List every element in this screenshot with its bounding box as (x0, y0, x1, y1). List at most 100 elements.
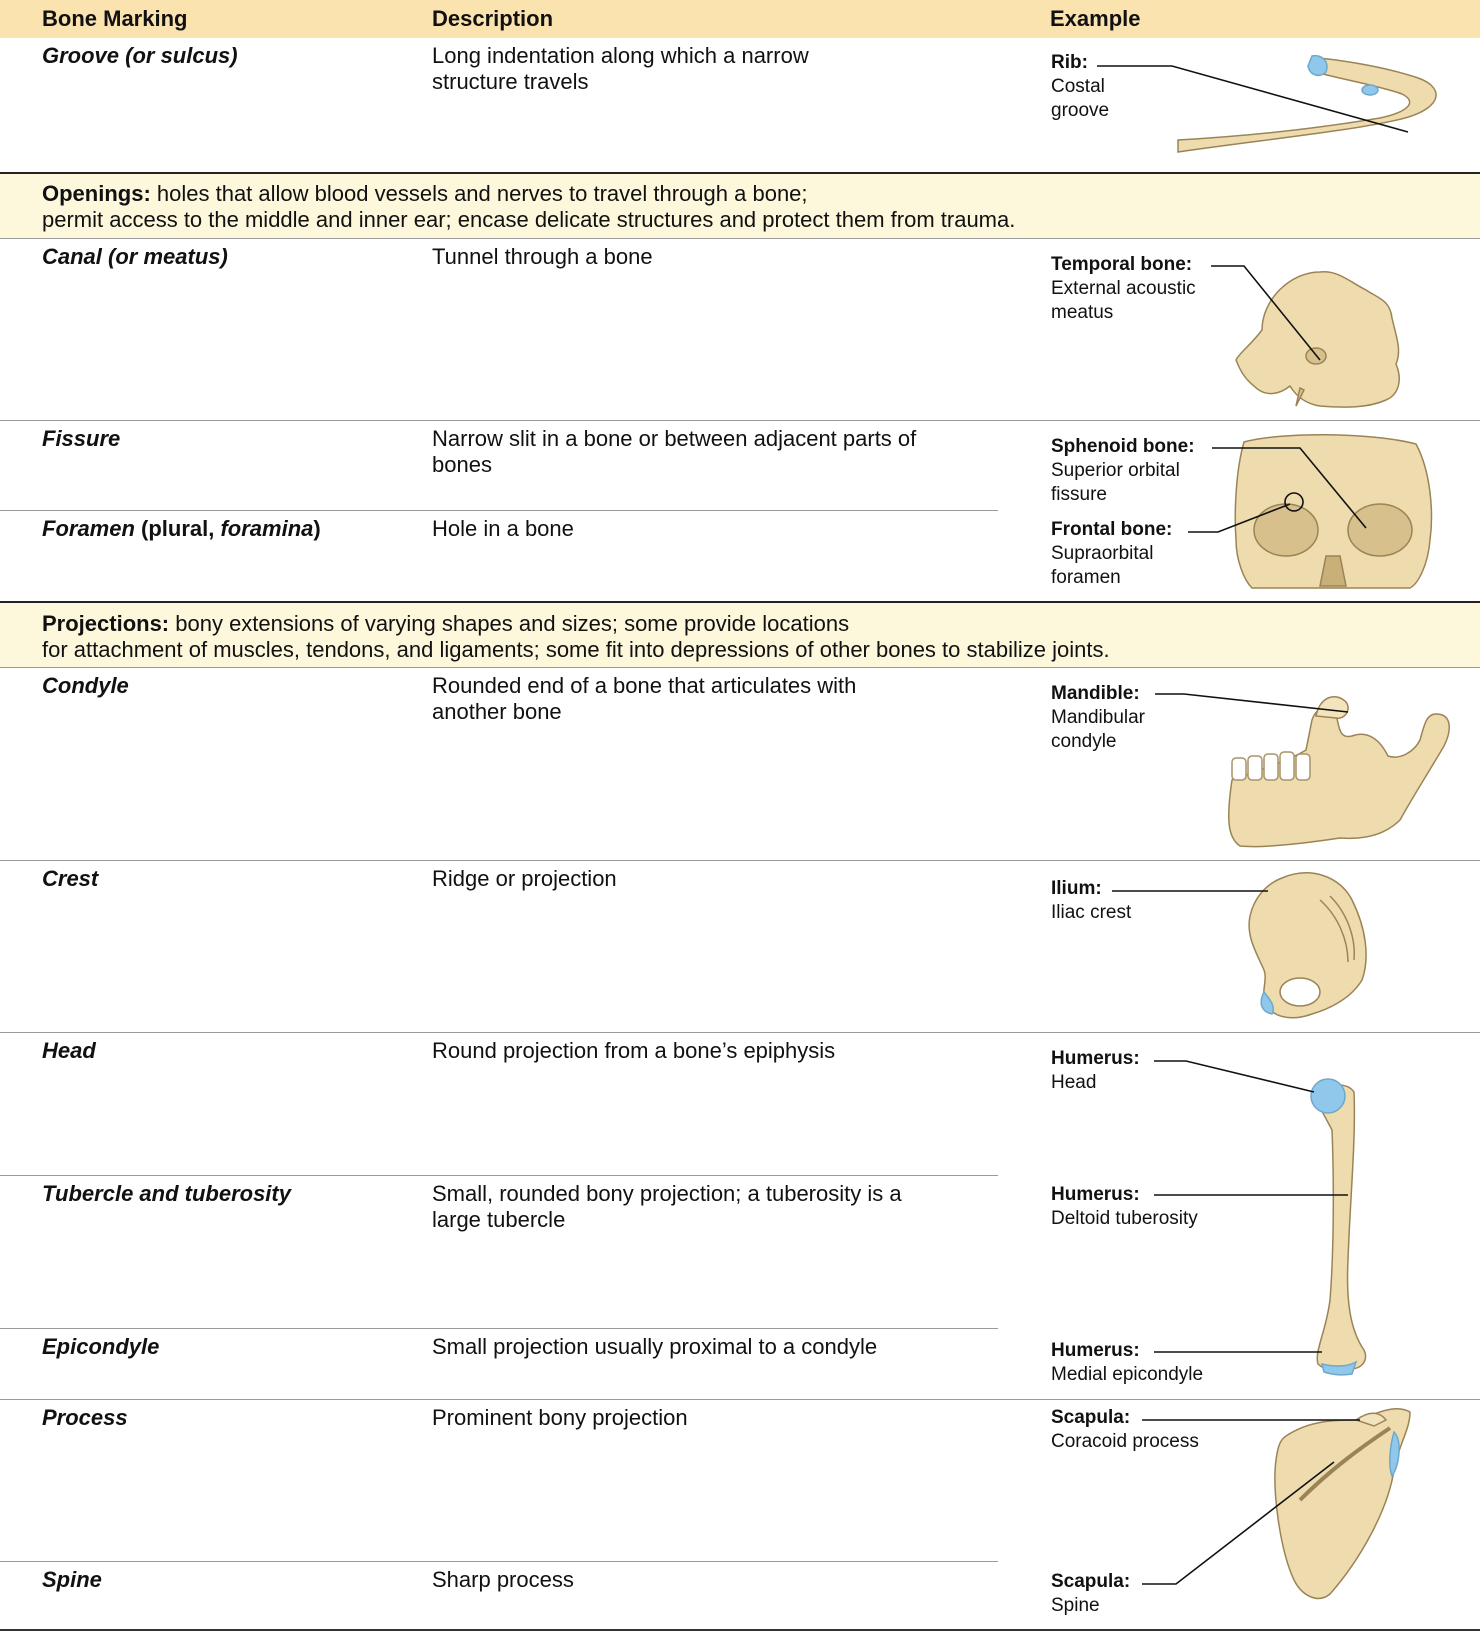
example-part: Medial epicondyle (1051, 1364, 1204, 1385)
desc-fissure: Narrow slit in a bone or between adjacen… (432, 426, 917, 477)
row-divider (0, 1175, 998, 1176)
table-bottom-rule (0, 1629, 1480, 1631)
example-bone: Humerus: (1051, 1184, 1140, 1205)
humerus-illustration (1310, 1078, 1367, 1376)
example-bone: Scapula: (1051, 1407, 1131, 1428)
example-part: External acoustic (1051, 278, 1196, 299)
example-part: Deltoid tuberosity (1051, 1208, 1198, 1229)
term-groove: Groove (or sulcus) (42, 43, 238, 68)
section-band-openings: Openings: holes that allow blood vessels… (0, 172, 1480, 239)
band-text: for attachment of muscles, tendons, and … (42, 637, 1110, 662)
example-part: foramen (1051, 567, 1121, 588)
example-label-scapula-coracoid: Scapula: Coracoid process (1051, 1406, 1199, 1454)
temporal-bone-illustration (1235, 271, 1400, 408)
example-part: meatus (1051, 302, 1114, 323)
example-bone: Humerus: (1051, 1340, 1140, 1361)
row-divider (0, 1032, 1480, 1033)
example-part: Supraorbital (1051, 543, 1154, 564)
term-crest: Crest (42, 866, 99, 891)
example-part: condyle (1051, 731, 1117, 752)
leader-line (1188, 503, 1291, 533)
term-process: Process (42, 1405, 128, 1430)
desc-crest: Ridge or projection (432, 866, 617, 891)
term-canal: Canal (or meatus) (42, 244, 228, 269)
desc-spine: Sharp process (432, 1567, 574, 1592)
example-label-scapula-spine: Scapula: Spine (1051, 1570, 1130, 1618)
example-bone: Humerus: (1051, 1048, 1140, 1069)
example-part: Head (1051, 1072, 1097, 1093)
term-head: Head (42, 1038, 96, 1063)
ilium-illustration (1248, 872, 1367, 1019)
desc-foramen: Hole in a bone (432, 516, 574, 541)
desc-epicondyle: Small projection usually proximal to a c… (432, 1334, 878, 1359)
rib-illustration (1177, 54, 1437, 153)
term-spine: Spine (42, 1567, 102, 1592)
example-bone: Frontal bone: (1051, 519, 1173, 540)
desc-canal: Tunnel through a bone (432, 244, 653, 269)
band-text: bony extensions of varying shapes and si… (169, 611, 850, 636)
example-part: Spine (1051, 1595, 1100, 1616)
row-divider (0, 1328, 998, 1329)
term-text: Foramen (42, 516, 135, 541)
table-header: Bone Marking Description Example (0, 0, 1480, 38)
header-bone-marking: Bone Marking (42, 6, 188, 31)
example-label-ilium: Ilium: Iliac crest (1051, 877, 1131, 925)
example-part: Mandibular (1051, 707, 1145, 728)
example-bone: Mandible: (1051, 683, 1140, 704)
term-foramen: Foramen (plural, foramina) (42, 516, 321, 542)
band-text: holes that allow blood vessels and nerve… (150, 181, 808, 206)
desc-head: Round projection from a bone’s epiphysis (432, 1038, 836, 1063)
term-text: (plural, (134, 516, 221, 541)
skull-illustration (1234, 434, 1433, 589)
example-part: groove (1051, 100, 1110, 121)
example-bone: Scapula: (1051, 1571, 1131, 1592)
leader-line (1142, 1461, 1335, 1585)
example-part: Costal (1051, 76, 1105, 97)
leader-line (1154, 1060, 1315, 1093)
example-label-sphenoid: Sphenoid bone: Superior orbital fissure (1051, 435, 1195, 507)
example-label-rib: Rib: Costal groove (1051, 51, 1109, 123)
example-part: Coracoid process (1051, 1431, 1199, 1452)
example-part: fissure (1051, 484, 1107, 505)
leader-lines (1097, 65, 1409, 1585)
term-fissure: Fissure (42, 426, 121, 451)
example-part: Superior orbital (1051, 460, 1180, 481)
term-text: ) (313, 516, 321, 541)
row-divider (0, 1399, 1480, 1400)
example-bone: Temporal bone: (1051, 254, 1193, 275)
leader-line (1211, 265, 1321, 361)
desc-condyle: Rounded end of a bone that articulates w… (432, 673, 857, 724)
desc-process: Prominent bony projection (432, 1405, 688, 1430)
row-divider (0, 510, 998, 511)
section-band-projections: Projections: bony extensions of varying … (0, 601, 1480, 668)
header-description: Description (432, 6, 554, 31)
band-label: Openings: (42, 181, 151, 206)
example-label-humerus-epicondyle: Humerus: Medial epicondyle (1051, 1339, 1203, 1387)
row-divider (0, 420, 1480, 421)
term-condyle: Condyle (42, 673, 129, 698)
mandible-illustration (1227, 696, 1450, 848)
term-tubercle: Tubercle and tuberosity (42, 1181, 291, 1206)
band-text: permit access to the middle and inner ea… (42, 207, 1016, 232)
term-epicondyle: Epicondyle (42, 1334, 160, 1359)
example-part: Iliac crest (1051, 902, 1132, 923)
example-bone: Ilium: (1051, 878, 1102, 899)
leader-line (1212, 447, 1367, 529)
example-label-frontal: Frontal bone: Supraorbital foramen (1051, 518, 1172, 590)
example-label-temporal: Temporal bone: External acoustic meatus (1051, 253, 1196, 325)
example-bone: Rib: (1051, 52, 1088, 73)
leader-line (1097, 65, 1409, 133)
example-label-humerus-tuberosity: Humerus: Deltoid tuberosity (1051, 1183, 1198, 1231)
example-label-humerus-head: Humerus: Head (1051, 1047, 1140, 1095)
term-text: foramina (220, 516, 314, 541)
example-bone: Sphenoid bone: (1051, 436, 1195, 457)
desc-groove: Long indentation along which a narrow st… (432, 43, 809, 94)
desc-tubercle: Small, rounded bony projection; a tubero… (432, 1181, 902, 1232)
scapula-illustration (1274, 1408, 1411, 1600)
row-divider (0, 1561, 998, 1562)
row-divider (0, 860, 1480, 861)
header-example: Example (1050, 6, 1141, 31)
band-label: Projections: (42, 611, 170, 636)
example-label-mandible: Mandible: Mandibular condyle (1051, 682, 1145, 754)
